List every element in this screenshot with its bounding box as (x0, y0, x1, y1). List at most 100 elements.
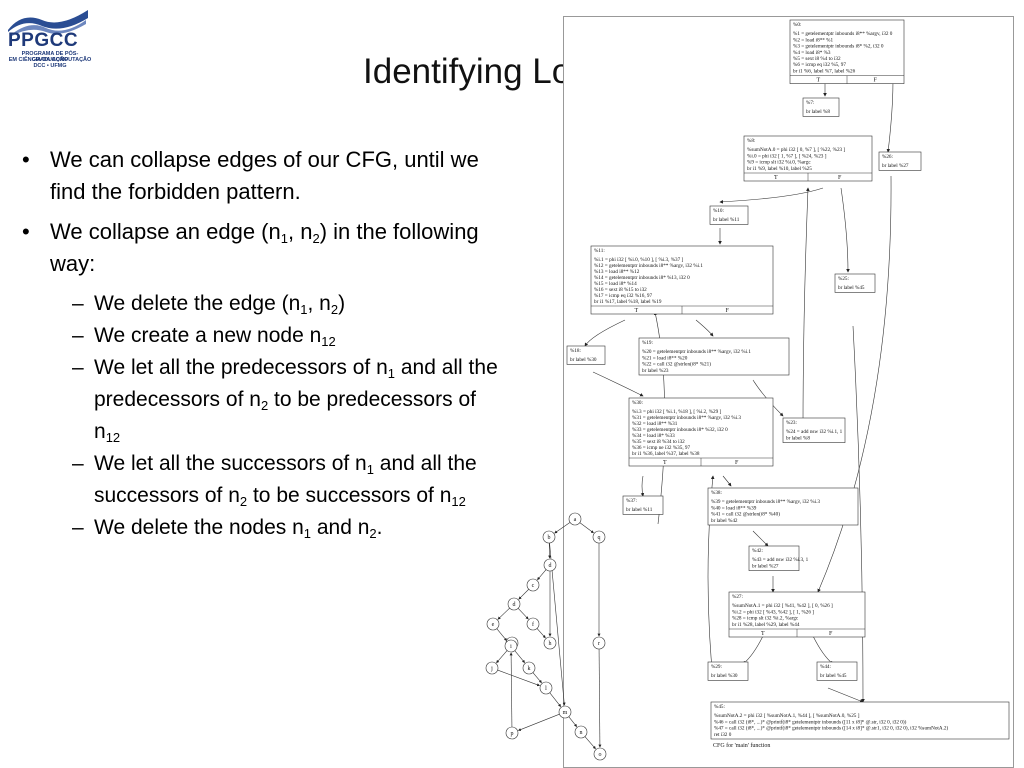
bullet-dot-icon: • (22, 147, 30, 172)
cfg-line: %21 = load i8** %20 (642, 355, 688, 361)
graph-node-label: l (545, 686, 547, 692)
cfg-branch-true: T (635, 308, 639, 314)
graph-node-label: k (528, 666, 531, 672)
cfg-branch-false: F (874, 78, 878, 84)
cfg-block-box (590, 245, 774, 315)
bullet-item: • We collapse an edge (n1, n2) in the fo… (22, 216, 502, 280)
cfg-block-box (709, 205, 749, 225)
ppgcc-logo: PPGCC PROGRAMA DE PÓS-GRADUAÇÃO EM CIÊNC… (2, 6, 94, 69)
cfg-line: %30: (632, 400, 644, 406)
graph-node-label: o (599, 752, 602, 758)
cfg-line: %20 = getelementptr inbounds i8** %argv,… (642, 349, 751, 355)
graph-node-label: m (563, 710, 568, 716)
logo-subtitle-2: EM CIÊNCIA DA COMPUTAÇÃO (8, 57, 92, 63)
graph-edge (497, 669, 540, 687)
cfg-line: br label %45 (838, 285, 865, 291)
cfg-line: %13 = load i8** %12 (594, 269, 640, 275)
graph-edge (554, 522, 571, 534)
cfg-line: %i.0 = phi i32 [ 1, %7 ], [ %24, %23 ] (747, 153, 827, 159)
dash-icon: – (72, 292, 84, 315)
graph-node: n (574, 725, 588, 739)
cfg-line: br label %11 (713, 217, 740, 223)
sub-bullet-item: – We delete the edge (n1, n2) (22, 288, 502, 320)
cfg-line: %46 = call i32 (i8*, ...)* @printf(i8* g… (714, 718, 907, 725)
cfg-line: br label %27 (882, 163, 909, 169)
graph-node: e (486, 617, 500, 631)
graph-node-label: d (513, 602, 516, 608)
graph-node-label: r (598, 641, 600, 647)
cfg-branch-false: F (735, 460, 739, 466)
cfg-block-b37: %37:br label %11 (622, 495, 664, 515)
cfg-branch-true: T (774, 175, 778, 181)
cfg-branch-false: F (838, 175, 842, 181)
cfg-line: %47 = call i32 (i8*, ...)* @printf(i8* g… (714, 725, 948, 732)
graph-edge (496, 650, 508, 664)
graph-edge (584, 736, 596, 750)
sub-bullet-text: We delete the edge (n1, n2) (94, 292, 346, 317)
graph-node: k (522, 661, 536, 675)
sub-bullet-text: We delete the nodes n1 and n2. (94, 516, 383, 541)
graph-edge (509, 652, 513, 728)
cfg-line: %38: (711, 490, 723, 496)
cfg-line: %25: (838, 276, 850, 282)
cfg-line: %42: (752, 548, 764, 554)
cfg-line: %10: (713, 208, 725, 214)
cfg-branch-false: F (829, 631, 833, 637)
graph-node-label: e (492, 622, 495, 628)
graph-edge (518, 589, 529, 600)
graph-node: f (526, 617, 540, 631)
cfg-block-box (878, 151, 922, 171)
graph-node: m (558, 705, 572, 719)
cfg-line: %1 = getelementptr inbounds i8** %argv, … (793, 31, 893, 37)
cfg-block-box (707, 661, 749, 681)
cfg-diagram: %0:%1 = getelementptr inbounds i8** %arg… (563, 16, 1014, 768)
cfg-block-b30: %30:%i.3 = phi i32 [ %i.1, %18 ], [ %i.2… (628, 397, 774, 467)
cfg-block-b8: %8:%sumNotA.0 = phi i32 [ 0, %7 ], [ %22… (743, 135, 873, 182)
graph-node-label: h (549, 641, 552, 647)
cfg-line: br label %42 (711, 518, 738, 524)
graph-node-label: c (532, 583, 535, 589)
graph-edge (579, 522, 594, 534)
cfg-caption: CFG for 'main' function (713, 742, 770, 749)
cfg-line: br label %45 (820, 673, 847, 679)
cfg-line: br label %30 (570, 357, 597, 363)
cfg-block-box (710, 701, 1010, 740)
cfg-block-box (622, 495, 664, 515)
graph-node-label: j (490, 666, 493, 672)
cfg-line: %34 = load i8* %33 (632, 433, 675, 439)
cfg-line: %11: (594, 248, 605, 254)
cfg-line: br i1 %17, label %18, label %19 (594, 299, 662, 305)
graph-edge (568, 716, 578, 728)
graph-node-label: p (511, 731, 514, 737)
cfg-line: %2 = load i8** %1 (793, 37, 834, 43)
cfg-line: %3 = getelementptr inbounds i8* %2, i32 … (793, 44, 884, 50)
cfg-line: %16 = sext i8 %15 to i32 (594, 287, 647, 293)
cfg-line: br label %27 (752, 563, 779, 569)
cfg-line: %43 = add nsw i32 %i.3, 1 (752, 557, 809, 563)
graph-node-label: d (549, 563, 552, 569)
cfg-block-b44: %44: br label %45 (816, 661, 858, 681)
graph-nodes: abqdcdefghrijklmpno (485, 512, 607, 761)
sub-bullet-text: We let all the predecessors of n1 and al… (94, 356, 498, 445)
graph-edge (548, 542, 552, 559)
cfg-line: %19: (642, 340, 654, 346)
example-graph: abqdcdefghrijklmpno (485, 512, 607, 761)
dash-icon: – (72, 356, 84, 379)
cfg-branch-true: T (663, 460, 667, 466)
logo-subtitle-3: DCC • UFMG (33, 63, 67, 69)
cfg-block-box (628, 397, 774, 467)
cfg-line: %44: (820, 664, 832, 670)
sub-bullet-item: – We create a new node n12 (22, 320, 502, 352)
graph-node-label: b (548, 535, 551, 541)
graph-edge (549, 692, 562, 707)
cfg-line: %45: (714, 704, 726, 710)
cfg-block-box (782, 417, 846, 443)
cfg-line: %sumNotA.1 = phi i32 [ %41, %42 ], [ 0, … (732, 603, 833, 609)
graph-node-label: i (510, 644, 512, 650)
cfg-line: %4 = load i8* %3 (793, 50, 831, 56)
bullet-dot-icon: • (22, 219, 30, 244)
graph-node: q (592, 530, 606, 544)
cfg-block-b25: %25: br label %45 (834, 273, 876, 293)
cfg-branch-false: F (726, 308, 730, 314)
cfg-line: %6 = icmp eq i32 %5, 97 (793, 62, 846, 68)
